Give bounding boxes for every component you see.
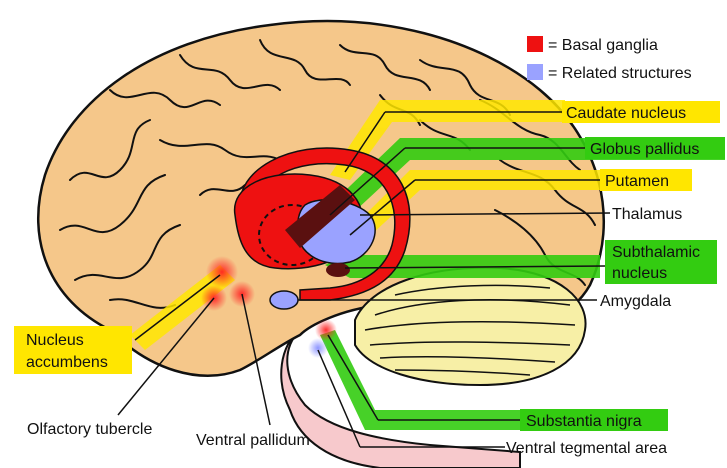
vta-spot bbox=[308, 338, 328, 358]
legend-related-label: = Related structures bbox=[548, 65, 692, 82]
olfactory-tubercle-label: Olfactory tubercle bbox=[27, 421, 152, 438]
caudate-label: Caudate nucleus bbox=[566, 105, 686, 122]
thalamus-label: Thalamus bbox=[612, 206, 682, 223]
ventral-pallidum-label: Ventral pallidum bbox=[196, 432, 310, 449]
substantia-nigra-label: Substantia nigra bbox=[526, 413, 642, 430]
globus-label: Globus pallidus bbox=[590, 141, 699, 158]
legend-basal-ganglia-swatch bbox=[527, 36, 543, 52]
subthalamic-label-line1: Subthalamic bbox=[612, 244, 700, 261]
putamen-label: Putamen bbox=[605, 173, 669, 190]
nucleus-accumbens-label-line1: Nucleus bbox=[26, 332, 84, 349]
nucleus-accumbens-spot bbox=[206, 256, 238, 288]
nucleus-accumbens-label-line2: accumbens bbox=[26, 354, 108, 371]
subthalamic-shape bbox=[326, 263, 350, 277]
legend-basal-ganglia-label: = Basal ganglia bbox=[548, 37, 658, 54]
subthalamic-label-line2: nucleus bbox=[612, 265, 667, 282]
amygdala-shape bbox=[270, 291, 298, 309]
legend-related-swatch bbox=[527, 64, 543, 80]
substantia-nigra-spot bbox=[315, 319, 337, 341]
amygdala-label: Amygdala bbox=[600, 293, 671, 310]
vta-label: Ventral tegmental area bbox=[506, 440, 667, 457]
